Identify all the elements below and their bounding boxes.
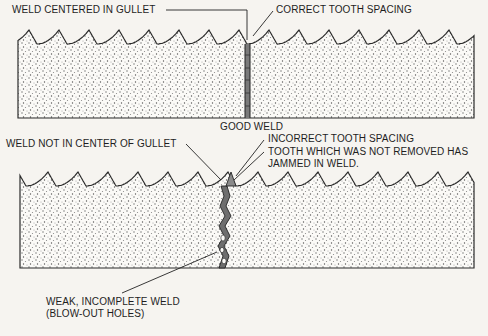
- callout-label: WELD NOT IN CENTER OF GULLET: [6, 138, 176, 150]
- callout-label: WEAK, INCOMPLETE WELD (BLOW-OUT HOLES): [46, 296, 206, 320]
- callout-label: INCORRECT TOOTH SPACING: [268, 133, 414, 145]
- saw-blade: [20, 172, 474, 268]
- saw-blade: [18, 30, 474, 118]
- good-weld: [245, 44, 250, 118]
- callout-label: TOOTH WHICH WAS NOT REMOVED HAS JAMMED I…: [268, 146, 480, 170]
- figure-caption: GOOD WELD: [220, 121, 283, 133]
- callout-label: CORRECT TOOTH SPACING: [276, 4, 412, 16]
- bad-weld: [218, 172, 236, 268]
- leader-lines: [122, 10, 273, 293]
- callout-label: WELD CENTERED IN GULLET: [12, 4, 155, 16]
